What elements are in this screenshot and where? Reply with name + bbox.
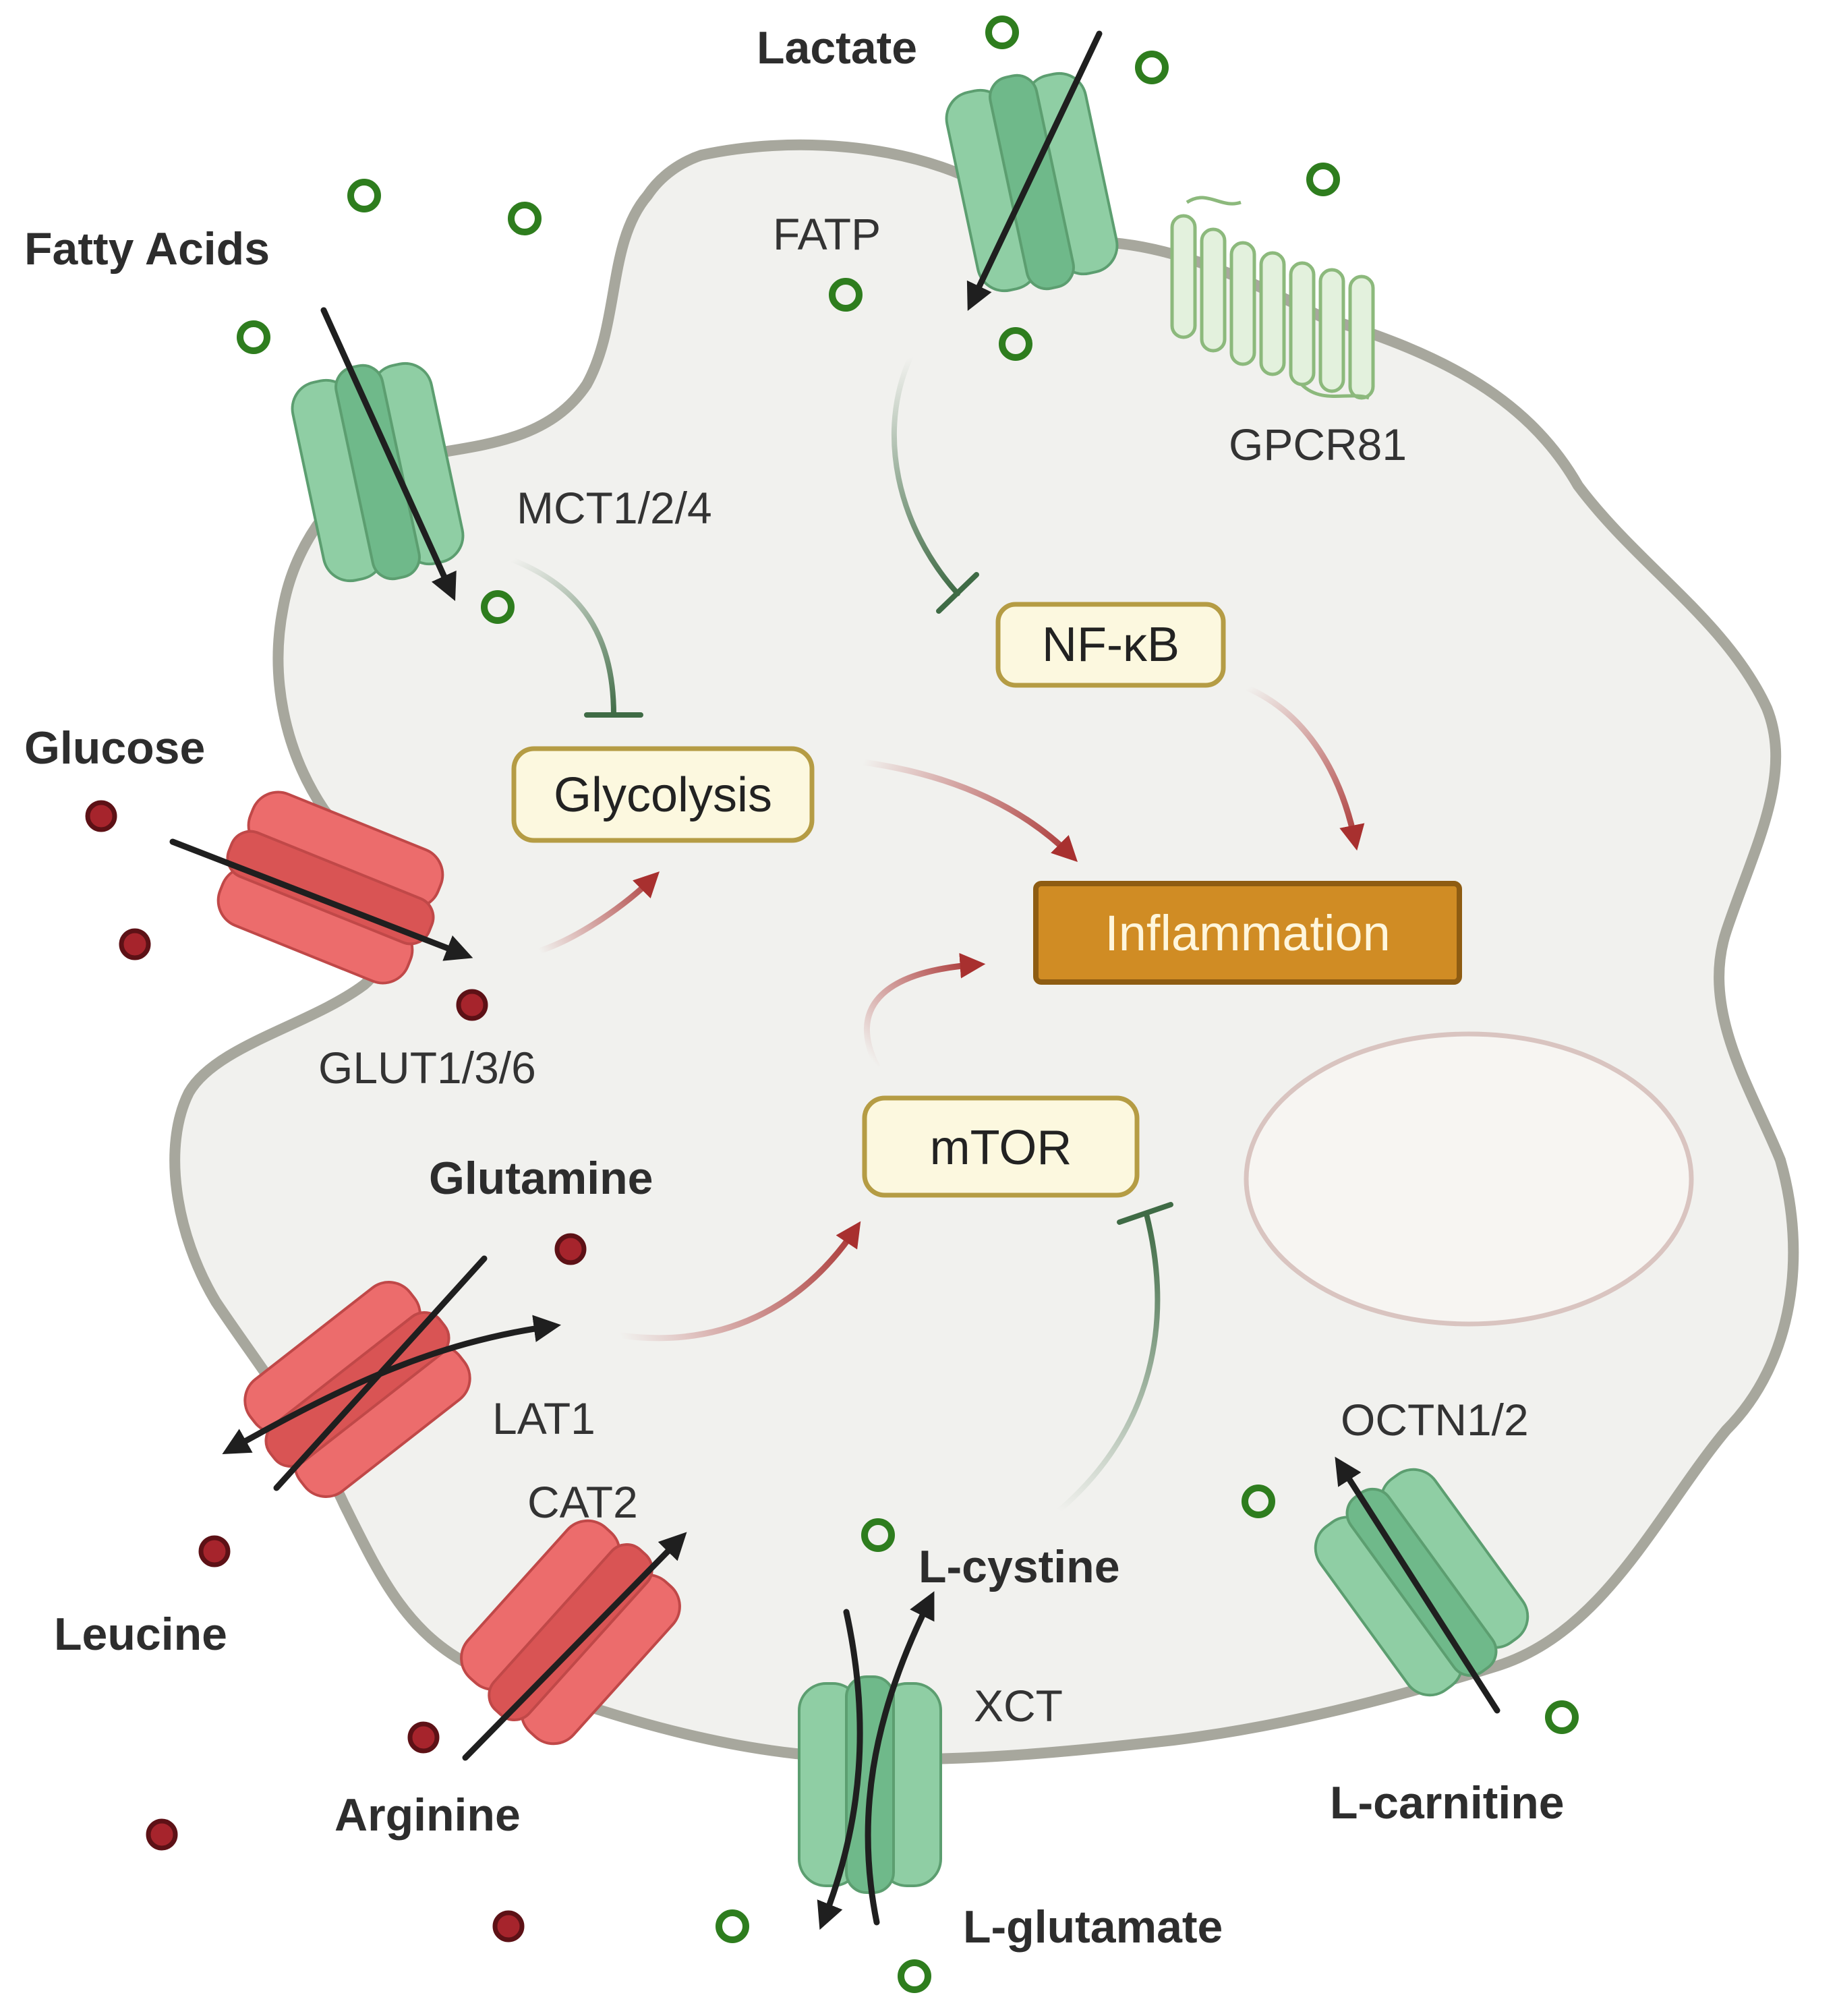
nfkb-label: NF-κB <box>1042 618 1179 672</box>
green-metabolite-dots <box>237 16 1579 1993</box>
l-carnitine-label: L-carnitine <box>1330 1777 1565 1828</box>
xct-label: XCT <box>974 1681 1063 1731</box>
fatty-acids-label: Fatty Acids <box>24 223 270 275</box>
lat1-label: LAT1 <box>492 1393 595 1443</box>
leucine-label: Leucine <box>54 1609 227 1660</box>
cat2-label: CAT2 <box>527 1477 638 1527</box>
node-inflammation: Inflammation <box>1033 881 1462 985</box>
octn-label: OCTN1/2 <box>1341 1395 1529 1445</box>
node-nfkb: NF-κB <box>995 602 1226 688</box>
glucose-label: Glucose <box>24 722 205 774</box>
l-glutamate-label: L-glutamate <box>963 1901 1223 1953</box>
nucleus <box>1244 1031 1694 1327</box>
transporter-glut <box>216 790 444 985</box>
inflammation-label: Inflammation <box>1105 905 1391 961</box>
gpcr81-receptor <box>1170 196 1375 400</box>
glut-label: GLUT1/3/6 <box>318 1043 536 1093</box>
transporter-cat2 <box>460 1519 681 1746</box>
node-mtor: mTOR <box>862 1095 1140 1198</box>
l-cystine-label: L-cystine <box>918 1541 1120 1592</box>
mtor-label: mTOR <box>930 1121 1072 1175</box>
inhibition-lines <box>510 355 1173 1514</box>
red-metabolite-dots <box>85 800 587 1942</box>
glycolysis-label: Glycolysis <box>554 768 772 822</box>
transporter-mct <box>291 362 465 583</box>
node-glycolysis: Glycolysis <box>511 746 815 843</box>
activation-arrows <box>536 685 1365 1342</box>
arginine-label: Arginine <box>334 1789 521 1841</box>
lactate-label: Lactate <box>757 22 917 74</box>
gpcr81-label: GPCR81 <box>1229 420 1407 469</box>
cell-membrane <box>169 139 1799 1765</box>
transport-arrows <box>169 30 1500 1930</box>
fatp-label: FATP <box>773 209 881 259</box>
mct-label: MCT1/2/4 <box>517 483 712 533</box>
glutamine-label: Glutamine <box>429 1153 653 1204</box>
